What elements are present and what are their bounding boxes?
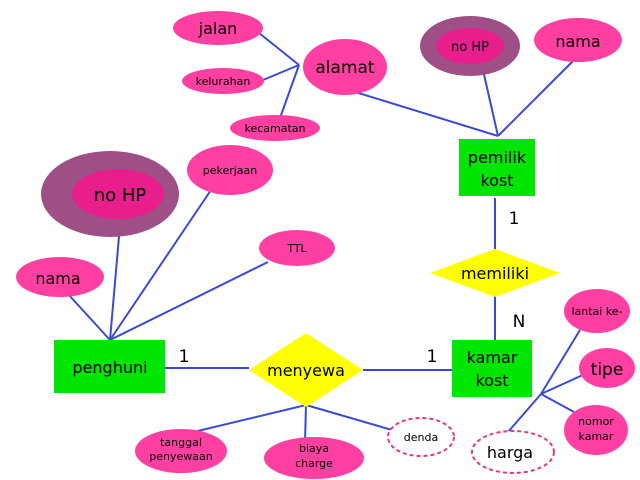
- svg-text:kecamatan: kecamatan: [244, 122, 305, 135]
- attr-kelurahan: kelurahan: [182, 68, 264, 94]
- attr-jalan: jalan: [173, 11, 263, 45]
- line-penghuni-pekerjaan: [109, 186, 214, 341]
- line-menyewa-biaya: [304, 404, 307, 443]
- svg-text:TTL: TTL: [286, 242, 307, 255]
- svg-text:jalan: jalan: [198, 19, 238, 38]
- svg-text:charge: charge: [295, 457, 333, 470]
- attr-tipe: tipe: [579, 348, 635, 388]
- attr-denda: denda: [387, 417, 455, 457]
- line-alamat-pemilik: [351, 90, 499, 137]
- svg-text:no HP: no HP: [94, 185, 147, 206]
- svg-text:pekerjaan: pekerjaan: [203, 164, 258, 177]
- line-menyewa-tanggal: [180, 404, 307, 436]
- svg-text:nama: nama: [555, 32, 600, 51]
- svg-text:kelurahan: kelurahan: [196, 75, 251, 88]
- svg-text:tipe: tipe: [591, 360, 624, 380]
- svg-text:kost: kost: [480, 171, 513, 190]
- attr-harga: harga: [471, 430, 555, 474]
- line-alamat-kelurahan: [262, 64, 300, 81]
- connector-lines: [67, 28, 586, 443]
- svg-text:kost: kost: [475, 371, 508, 390]
- svg-text:denda: denda: [404, 431, 438, 444]
- line-kamar-harga: [507, 393, 542, 433]
- attr-penghuni-no-hp: no HP: [41, 151, 179, 237]
- attr-biaya-charge: biaya charge: [264, 437, 364, 479]
- attr-penghuni-nama: nama: [16, 257, 104, 297]
- attr-nomor-kamar: nomor kamar: [564, 405, 628, 455]
- svg-text:kamar: kamar: [467, 348, 518, 367]
- attr-alamat: alamat: [303, 39, 387, 95]
- svg-text:menyewa: menyewa: [267, 361, 345, 380]
- attr-lantai: lantai ke-: [564, 289, 630, 333]
- svg-text:penyewaan: penyewaan: [149, 450, 212, 463]
- line-menyewa-denda: [305, 404, 393, 431]
- line-kamar-nomor: [540, 393, 575, 413]
- line-penghuni-nama: [67, 293, 111, 341]
- svg-text:penghuni: penghuni: [72, 358, 147, 377]
- attr-pemilik-no-hp: no HP: [420, 16, 520, 76]
- svg-text:pemilik: pemilik: [468, 148, 527, 167]
- svg-text:alamat: alamat: [315, 58, 375, 78]
- line-nohp-pemilik: [482, 69, 499, 137]
- svg-text:no HP: no HP: [451, 40, 489, 55]
- entity-pemilik-kost: pemilik kost: [459, 139, 535, 196]
- attr-ttl: TTL: [259, 230, 335, 266]
- svg-text:tanggal: tanggal: [160, 436, 202, 449]
- line-alamat-jalan: [253, 28, 300, 66]
- entity-kamar-kost: kamar kost: [452, 340, 532, 397]
- line-penghuni-nohp: [109, 224, 121, 341]
- entity-penghuni: penghuni: [54, 340, 165, 393]
- card-menyewa-kamar: 1: [427, 347, 438, 367]
- attr-tanggal-penyewaan: tanggal penyewaan: [135, 429, 227, 473]
- line-penghuni-ttl: [109, 261, 269, 341]
- svg-text:nama: nama: [35, 269, 80, 288]
- line-nama-pemilik: [497, 59, 575, 137]
- svg-text:memiliki: memiliki: [461, 264, 529, 283]
- card-pemilik-memiliki: 1: [509, 209, 520, 229]
- line-alamat-kecamatan: [279, 64, 300, 119]
- attr-pekerjaan: pekerjaan: [187, 145, 273, 195]
- svg-text:biaya: biaya: [299, 442, 329, 455]
- rel-memiliki: memiliki: [430, 249, 560, 297]
- svg-text:kamar: kamar: [579, 430, 614, 443]
- card-memiliki-kamar: N: [513, 312, 526, 332]
- svg-text:nomor: nomor: [578, 415, 614, 428]
- line-kamar-tipe: [540, 373, 586, 395]
- line-kamar-lantai: [540, 329, 581, 395]
- rel-menyewa: menyewa: [249, 333, 363, 407]
- card-penghuni-menyewa: 1: [179, 347, 190, 367]
- svg-text:lantai ke-: lantai ke-: [571, 305, 622, 318]
- attr-kecamatan: kecamatan: [230, 115, 320, 141]
- attr-pemilik-nama: nama: [534, 18, 622, 62]
- svg-text:harga: harga: [487, 443, 533, 462]
